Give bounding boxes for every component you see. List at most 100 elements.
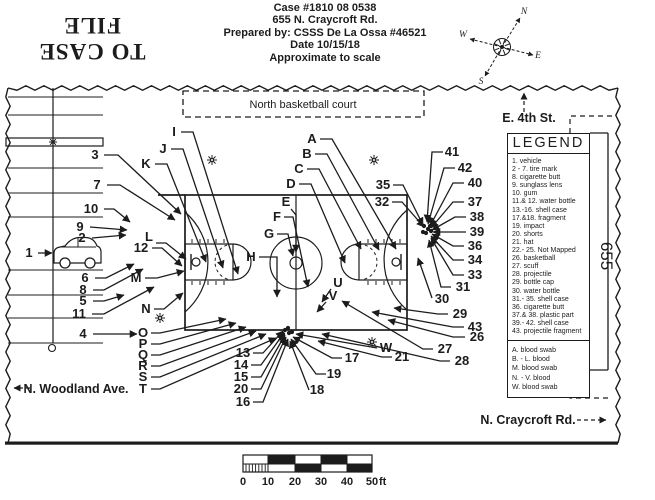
legend-item: 20. shorts <box>512 230 543 238</box>
compass-spoke <box>504 43 511 47</box>
marker-label-18: 18 <box>310 382 324 397</box>
leader-line-F <box>284 216 311 288</box>
marker-label-30: 30 <box>435 291 449 306</box>
legend-blood-item: A. blood swab <box>512 347 556 355</box>
leader-line-31 <box>427 239 451 288</box>
east-three-point-arc <box>383 209 408 311</box>
marker-label-M: M <box>131 270 142 285</box>
site-border-right <box>615 87 621 444</box>
legend-item: 29. bottle cap <box>512 279 555 287</box>
leader-line-40 <box>429 182 464 227</box>
light-symbol <box>212 156 216 160</box>
compass-spoke <box>498 49 502 56</box>
legend-title: LEGEND <box>508 134 589 154</box>
marker-label-G: G <box>264 226 274 241</box>
case-header-line: Approximate to scale <box>269 51 381 64</box>
leader-line-6 <box>95 263 135 279</box>
scalebar-tick-label: 0 <box>240 476 246 488</box>
leader-line-43 <box>371 309 464 328</box>
marker-label-B: B <box>302 146 311 161</box>
marker-label-F: F <box>273 209 281 224</box>
leader-line-U <box>321 288 332 303</box>
leader-line-41 <box>423 151 443 223</box>
leader-line-21 <box>317 338 392 358</box>
parking-circle-symbol <box>47 343 57 353</box>
light-symbol <box>208 156 212 160</box>
marker-label-P: P <box>139 336 148 351</box>
compass-ray <box>484 46 503 77</box>
marker-label-14: 14 <box>234 357 249 372</box>
light-symbol <box>374 160 378 164</box>
east-free-throw-arc-dashed <box>358 243 378 281</box>
marker-label-27: 27 <box>438 341 452 356</box>
light-symbol <box>160 314 164 318</box>
south-street-label: N. Craycroft Rd. <box>480 413 575 427</box>
center-inner-circle <box>289 256 303 270</box>
leader-line-35 <box>393 184 424 226</box>
legend-item: 11.& 12. water bottle <box>512 198 576 206</box>
east-hoop <box>391 257 401 267</box>
marker-label-40: 40 <box>468 175 482 190</box>
leader-line-D <box>299 183 346 264</box>
compass-e-label: E <box>534 51 541 61</box>
leader-line-C <box>307 168 362 250</box>
marker-label-I: I <box>172 124 176 139</box>
leader-line-J <box>171 148 225 269</box>
marker-label-7: 7 <box>93 177 100 192</box>
evidence-cluster-dot <box>285 325 291 331</box>
leader-line-3 <box>104 154 182 215</box>
marker-label-31: 31 <box>456 279 470 294</box>
leader-line-16 <box>253 338 289 403</box>
marker-label-Q: Q <box>138 347 148 362</box>
marker-label-6: 6 <box>81 270 88 285</box>
leader-line-M <box>145 269 185 279</box>
marker-label-E: E <box>282 194 291 209</box>
leader-line-R <box>151 329 257 367</box>
marker-label-33: 33 <box>468 267 482 282</box>
leader-line-10 <box>104 208 131 223</box>
legend-item: 27. scuff <box>512 263 539 271</box>
vehicle-wheel <box>84 257 96 269</box>
compass-spoke <box>502 49 506 56</box>
marker-label-S: S <box>139 369 148 384</box>
leader-line-H <box>259 256 281 298</box>
leader-line-A <box>320 138 397 250</box>
marker-label-1: 1 <box>25 245 32 260</box>
marker-label-36: 36 <box>468 238 482 253</box>
marker-label-4: 4 <box>79 326 87 341</box>
leader-line-27 <box>341 300 433 350</box>
marker-label-19: 19 <box>327 366 341 381</box>
leader-line-9 <box>89 225 128 234</box>
leader-line-36 <box>431 233 464 247</box>
case-header-line: Case #1810 08 0538 <box>273 2 377 14</box>
legend-item: 10. gum <box>512 190 538 198</box>
scalebar-tick-label: 40 <box>341 476 353 488</box>
scalebar-tick-label: 30 <box>315 476 327 488</box>
case-header-line: 655 N. Craycroft Rd. <box>272 14 378 27</box>
parking-star-symbol <box>53 138 57 142</box>
light-symbol <box>372 158 376 162</box>
leader-line-P <box>151 321 237 345</box>
leader-line-7 <box>107 184 176 221</box>
parking-star-symbol <box>53 142 57 146</box>
marker-label-39: 39 <box>470 224 484 239</box>
leader-line-32 <box>392 201 425 228</box>
scalebar-tick-label: 20 <box>289 476 301 488</box>
marker-label-W: W <box>380 340 393 355</box>
marker-label-42: 42 <box>458 160 472 175</box>
marker-label-37: 37 <box>468 194 482 209</box>
legend-item: 30. water bottle <box>512 287 560 295</box>
marker-label-8: 8 <box>79 282 86 297</box>
marker-label-10: 10 <box>84 201 98 216</box>
light-symbol <box>370 160 374 164</box>
leader-line-11 <box>92 286 155 315</box>
compass-ray <box>469 37 503 48</box>
evidence-cluster-dot <box>282 327 288 333</box>
light-symbol <box>156 314 160 318</box>
scalebar-block <box>268 455 295 464</box>
west-street-label: N. Woodland Ave. <box>23 382 128 396</box>
compass-n-label: N <box>520 7 528 17</box>
site-border-top <box>7 85 619 91</box>
